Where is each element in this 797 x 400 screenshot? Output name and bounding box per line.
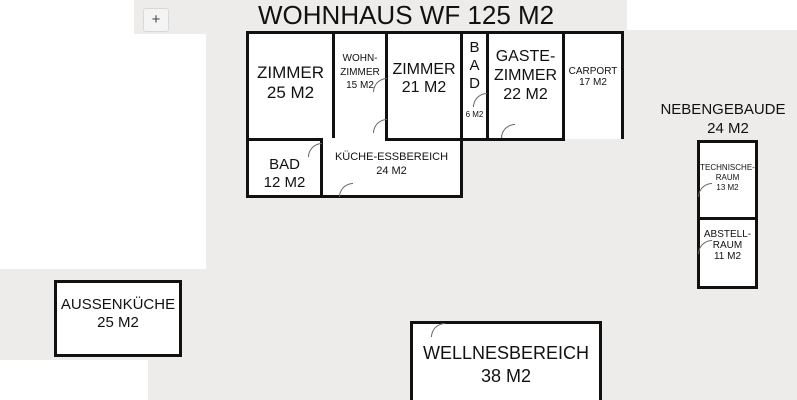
room-wellnesbereich: WELLNESBEREICH 38 M2 xyxy=(410,321,602,400)
top-strip-panel xyxy=(0,0,134,34)
room-abstellraum: ABSTELL- RAUM 11 M2 xyxy=(697,217,758,289)
carport-area: 17 M2 xyxy=(579,77,607,88)
door-icon xyxy=(501,124,515,138)
door-icon xyxy=(308,143,322,157)
room-wohnzimmer-area: 15 M2 xyxy=(346,80,374,91)
door-icon xyxy=(373,119,387,133)
carport-fill xyxy=(565,34,621,139)
room-bad-small: B A D 6 M2 xyxy=(460,31,489,141)
room-zimmer-1-area: 25 M2 xyxy=(266,83,315,102)
room-bad-small-letter-d: D xyxy=(469,75,480,92)
carport-top-wall xyxy=(562,31,624,34)
door-icon xyxy=(698,183,712,197)
plan-title: WOHNHAUS WF 125 M2 xyxy=(258,0,555,30)
room-gastezimmer: GASTE- ZIMMER 22 M2 xyxy=(486,31,565,141)
room-wohnzimmer-name-2: ZIMMER xyxy=(340,67,380,78)
nebengebaude-area: 24 M2 xyxy=(707,120,749,137)
room-wohnzimmer-name-1: WOHN- xyxy=(342,53,378,64)
carport-right-wall xyxy=(621,31,624,139)
add-tab-button[interactable]: + xyxy=(143,8,169,32)
room-abstell-name-1: ABSTELL- xyxy=(703,229,752,240)
room-abstell-name-2: RAUM xyxy=(712,240,743,251)
room-wellness-name: WELLNESBEREICH xyxy=(422,343,590,363)
plus-icon: + xyxy=(151,11,161,28)
room-gastezimmer-name-2: ZIMMER xyxy=(493,67,558,84)
room-wellness-area: 38 M2 xyxy=(480,366,532,386)
door-icon xyxy=(373,78,387,92)
room-zimmer-2-name: ZIMMER xyxy=(392,61,456,78)
left-canvas-panel xyxy=(0,34,206,269)
room-gastezimmer-name-1: GASTE- xyxy=(495,48,556,65)
room-bad-area: 12 M2 xyxy=(263,174,306,191)
room-technik-area: 13 M2 xyxy=(716,183,739,192)
door-icon xyxy=(431,323,445,337)
nebengebaude-title: NEBENGEBAUDE xyxy=(660,101,786,118)
room-zimmer-2-area: 21 M2 xyxy=(401,79,447,96)
kueche-top-wall xyxy=(385,138,463,141)
room-kueche-name: KÜCHE-ESSBEREICH xyxy=(334,151,449,163)
carport-name: CARPORT xyxy=(568,66,618,77)
room-kueche-area: 24 M2 xyxy=(376,165,407,177)
room-bad-small-area: 6 M2 xyxy=(465,110,484,119)
room-abstell-area: 11 M2 xyxy=(713,251,742,262)
room-bad: BAD 12 M2 xyxy=(246,138,323,198)
room-zimmer-1-name: ZIMMER xyxy=(256,63,325,82)
room-bad-name: BAD xyxy=(269,156,300,173)
room-gastezimmer-area: 22 M2 xyxy=(503,86,548,103)
room-technik-name-1: TECHNISCHE- xyxy=(700,163,755,172)
room-zimmer-1: ZIMMER 25 M2 xyxy=(246,31,335,141)
room-technischeraum: TECHNISCHE- RAUM 13 M2 xyxy=(697,140,758,220)
room-aussenkueche-name: AUSSENKÜCHE xyxy=(60,296,176,313)
room-bad-small-letter-a: A xyxy=(469,57,480,74)
room-aussenkueche: AUSSENKÜCHE 25 M2 xyxy=(54,280,182,357)
door-icon xyxy=(339,183,353,197)
door-icon xyxy=(473,93,487,107)
room-bad-small-letter-b: B xyxy=(469,39,480,56)
room-aussenkueche-area: 25 M2 xyxy=(97,314,139,331)
room-technik-name-2: RAUM xyxy=(715,173,740,182)
room-zimmer-2: ZIMMER 21 M2 xyxy=(385,31,463,141)
door-icon xyxy=(698,240,712,254)
bottom-strip-panel xyxy=(0,360,148,400)
top-right-panel xyxy=(627,0,797,30)
